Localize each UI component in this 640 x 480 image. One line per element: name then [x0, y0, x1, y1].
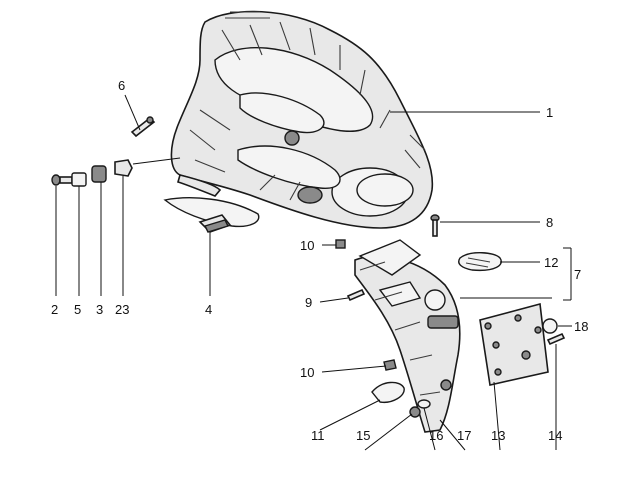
callout-9: 9	[305, 295, 312, 310]
callout-2: 2	[51, 302, 58, 317]
part-8-screw	[430, 214, 440, 237]
rear-mudguard	[354, 239, 461, 433]
part-16-washer	[417, 399, 431, 409]
leader-lines	[55, 94, 572, 451]
part-6-clip	[130, 116, 156, 138]
part-10-upper-nut	[335, 239, 346, 249]
callout-10-upper: 10	[300, 238, 314, 253]
callout-4: 4	[205, 302, 212, 317]
callout-23: 23	[115, 302, 129, 317]
part-11-lens	[371, 381, 405, 403]
callout-7: 7	[574, 267, 581, 282]
callout-5: 5	[74, 302, 81, 317]
callout-13: 13	[491, 428, 505, 443]
part-9-screw	[346, 288, 366, 302]
callout-6: 6	[118, 78, 125, 93]
fastener-stack	[51, 159, 133, 187]
part-10-lower-nut	[383, 359, 397, 371]
part-12-reflector	[458, 252, 502, 272]
callout-15: 15	[356, 428, 370, 443]
rear-body-cowl	[170, 10, 434, 229]
callout-3: 3	[96, 302, 103, 317]
callout-18: 18	[574, 319, 588, 334]
callout-14: 14	[548, 428, 562, 443]
callout-16: 16	[429, 428, 443, 443]
callout-labels: 1 6 2 5 3 23 4 8 10 12 7 9 18 10 11 15 1…	[51, 78, 588, 443]
part-18-bulb	[542, 318, 558, 334]
callout-1: 1	[546, 105, 553, 120]
callout-12: 12	[544, 255, 558, 270]
part-15-nut	[409, 406, 421, 418]
callout-10-lower: 10	[300, 365, 314, 380]
callout-17: 17	[457, 428, 471, 443]
callout-8: 8	[546, 215, 553, 230]
part-4-plate	[163, 197, 260, 233]
reflector-hatch	[465, 257, 491, 268]
part-14-screw	[546, 332, 566, 346]
part-13-plate-holder	[479, 302, 549, 386]
callout-11: 11	[311, 428, 325, 443]
